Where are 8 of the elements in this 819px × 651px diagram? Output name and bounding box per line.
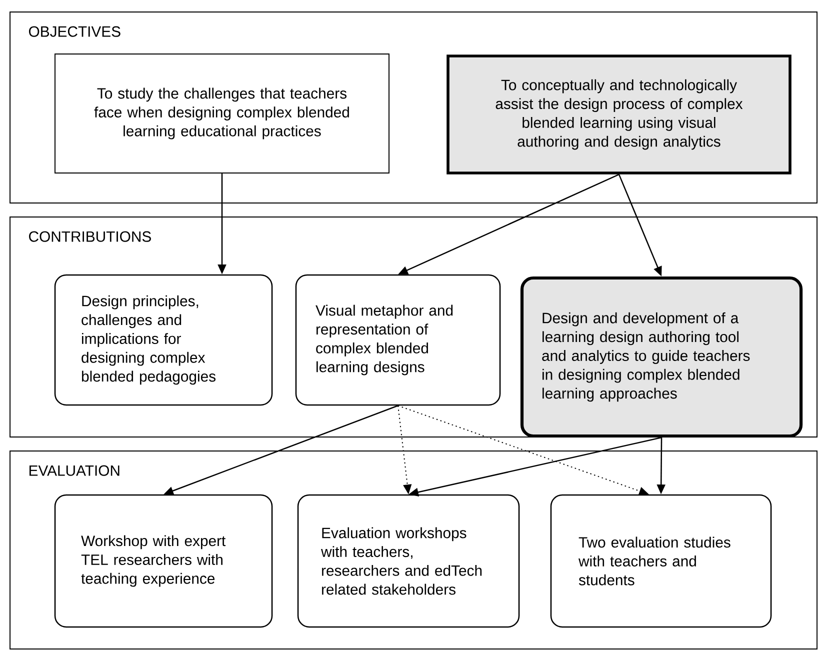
process-box: Evaluation workshops with teachers, researchers and edTech related stakeholders: [297, 494, 520, 628]
process-box: Two evaluation studies with teachers and students: [550, 494, 772, 628]
process-box: Visual metaphor and representation of complex blended learning designs: [295, 274, 501, 406]
process-box: Design and development of a learning design authoring tool and analytics to guide teachers in designing complex blended learning approaches: [520, 276, 803, 438]
process-box: Workshop with expert TEL researchers with teaching experience: [54, 494, 273, 628]
process-box: Design principles, challenges and implications for designing complex blended pedagogies: [54, 274, 273, 406]
process-box: To study the challenges that teachers face when designing complex blended learning educational practices: [54, 54, 390, 174]
process-box: To conceptually and technologically assist the design process of complex blended learning using visual authoring and design analytics: [446, 54, 792, 174]
